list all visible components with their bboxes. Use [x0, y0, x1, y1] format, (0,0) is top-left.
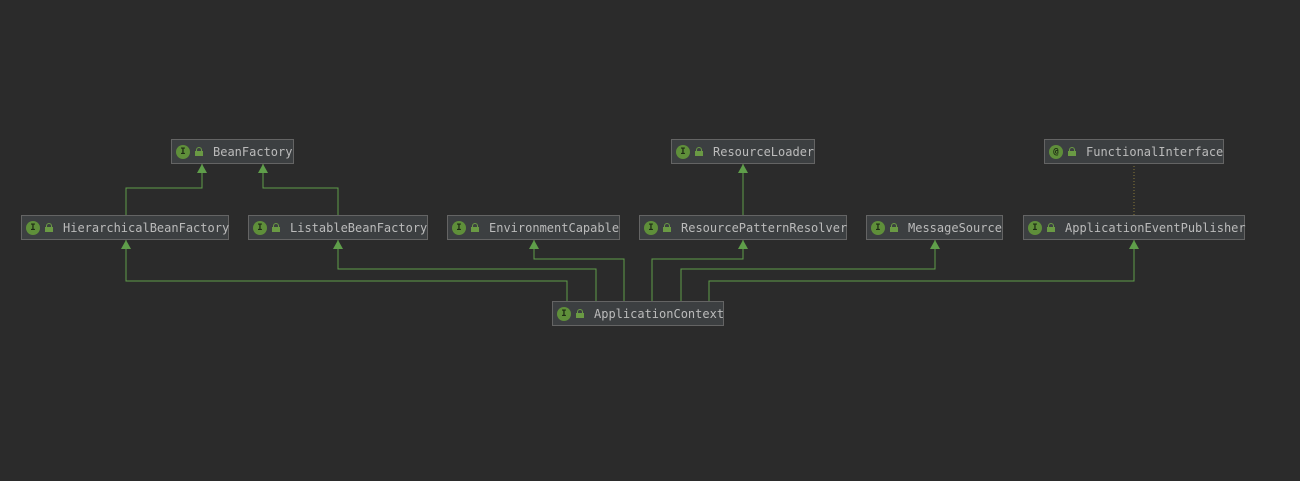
- arrowhead: [738, 164, 748, 173]
- lock-icon: [45, 222, 53, 232]
- node-label: HierarchicalBeanFactory: [63, 220, 230, 235]
- lock-icon: [695, 146, 703, 156]
- lock-icon: [1068, 146, 1076, 156]
- edge-ApplicationContext-to-ListableBeanFactory: [333, 240, 597, 301]
- node-resource-pattern-resolver[interactable]: I ResourcePatternResolver: [639, 215, 847, 240]
- lock-icon: [890, 222, 898, 232]
- node-label: FunctionalInterface: [1086, 144, 1224, 159]
- interface-icon: I: [452, 220, 466, 235]
- interface-icon: I: [557, 306, 571, 321]
- interface-icon: I: [176, 144, 190, 159]
- node-label: ListableBeanFactory: [290, 220, 428, 235]
- arrowhead: [121, 240, 131, 249]
- node-resource-loader[interactable]: I ResourceLoader: [671, 139, 815, 164]
- node-label: ResourcePatternResolver: [681, 220, 848, 235]
- node-label: MessageSource: [908, 220, 1002, 235]
- edge-ApplicationContext-to-EnvironmentCapable: [529, 240, 625, 301]
- lock-icon: [195, 146, 203, 156]
- edge-ApplicationContext-to-ApplicationEventPublisher: [708, 240, 1139, 301]
- edge-ApplicationContext-to-ResourcePatternResolver: [651, 240, 748, 301]
- arrowhead: [738, 240, 748, 249]
- arrowhead: [197, 164, 207, 173]
- lock-icon: [471, 222, 479, 232]
- lock-icon: [1047, 222, 1055, 232]
- node-label: ResourceLoader: [713, 144, 815, 159]
- interface-icon: I: [26, 220, 40, 235]
- interface-icon: I: [871, 220, 885, 235]
- node-label: ApplicationContext: [594, 306, 725, 321]
- node-label: BeanFactory: [213, 144, 293, 159]
- interface-icon: I: [1028, 220, 1042, 235]
- edge-ApplicationContext-to-MessageSource: [680, 240, 940, 301]
- interface-icon: I: [644, 220, 658, 235]
- arrowhead: [1129, 240, 1139, 249]
- interface-icon: I: [676, 144, 690, 159]
- lock-icon: [576, 308, 584, 318]
- node-listable-bean-factory[interactable]: I ListableBeanFactory: [248, 215, 428, 240]
- lock-icon: [272, 222, 280, 232]
- arrowhead: [333, 240, 343, 249]
- edge-ApplicationContext-to-HierarchicalBeanFactory: [121, 240, 568, 301]
- node-application-context[interactable]: I ApplicationContext: [552, 301, 724, 326]
- node-hierarchical-bean-factory[interactable]: I HierarchicalBeanFactory: [21, 215, 229, 240]
- arrowhead: [930, 240, 940, 249]
- node-environment-capable[interactable]: I EnvironmentCapable: [447, 215, 620, 240]
- node-application-event-publisher[interactable]: I ApplicationEventPublisher: [1023, 215, 1246, 240]
- edge-HierarchicalBeanFactory-to-BeanFactory: [125, 164, 207, 215]
- interface-icon: I: [253, 220, 267, 235]
- arrowhead: [529, 240, 539, 249]
- edge-ResourcePatternResolver-to-ResourceLoader: [738, 164, 748, 215]
- annotation-icon: @: [1049, 144, 1063, 159]
- node-functional-interface[interactable]: @ FunctionalInterface: [1044, 139, 1224, 164]
- edge-ListableBeanFactory-to-BeanFactory: [258, 164, 339, 215]
- lock-icon: [663, 222, 671, 232]
- node-label: ApplicationEventPublisher: [1065, 220, 1246, 235]
- node-message-source[interactable]: I MessageSource: [866, 215, 1003, 240]
- node-label: EnvironmentCapable: [489, 220, 620, 235]
- node-bean-factory[interactable]: I BeanFactory: [171, 139, 294, 164]
- arrowhead: [258, 164, 268, 173]
